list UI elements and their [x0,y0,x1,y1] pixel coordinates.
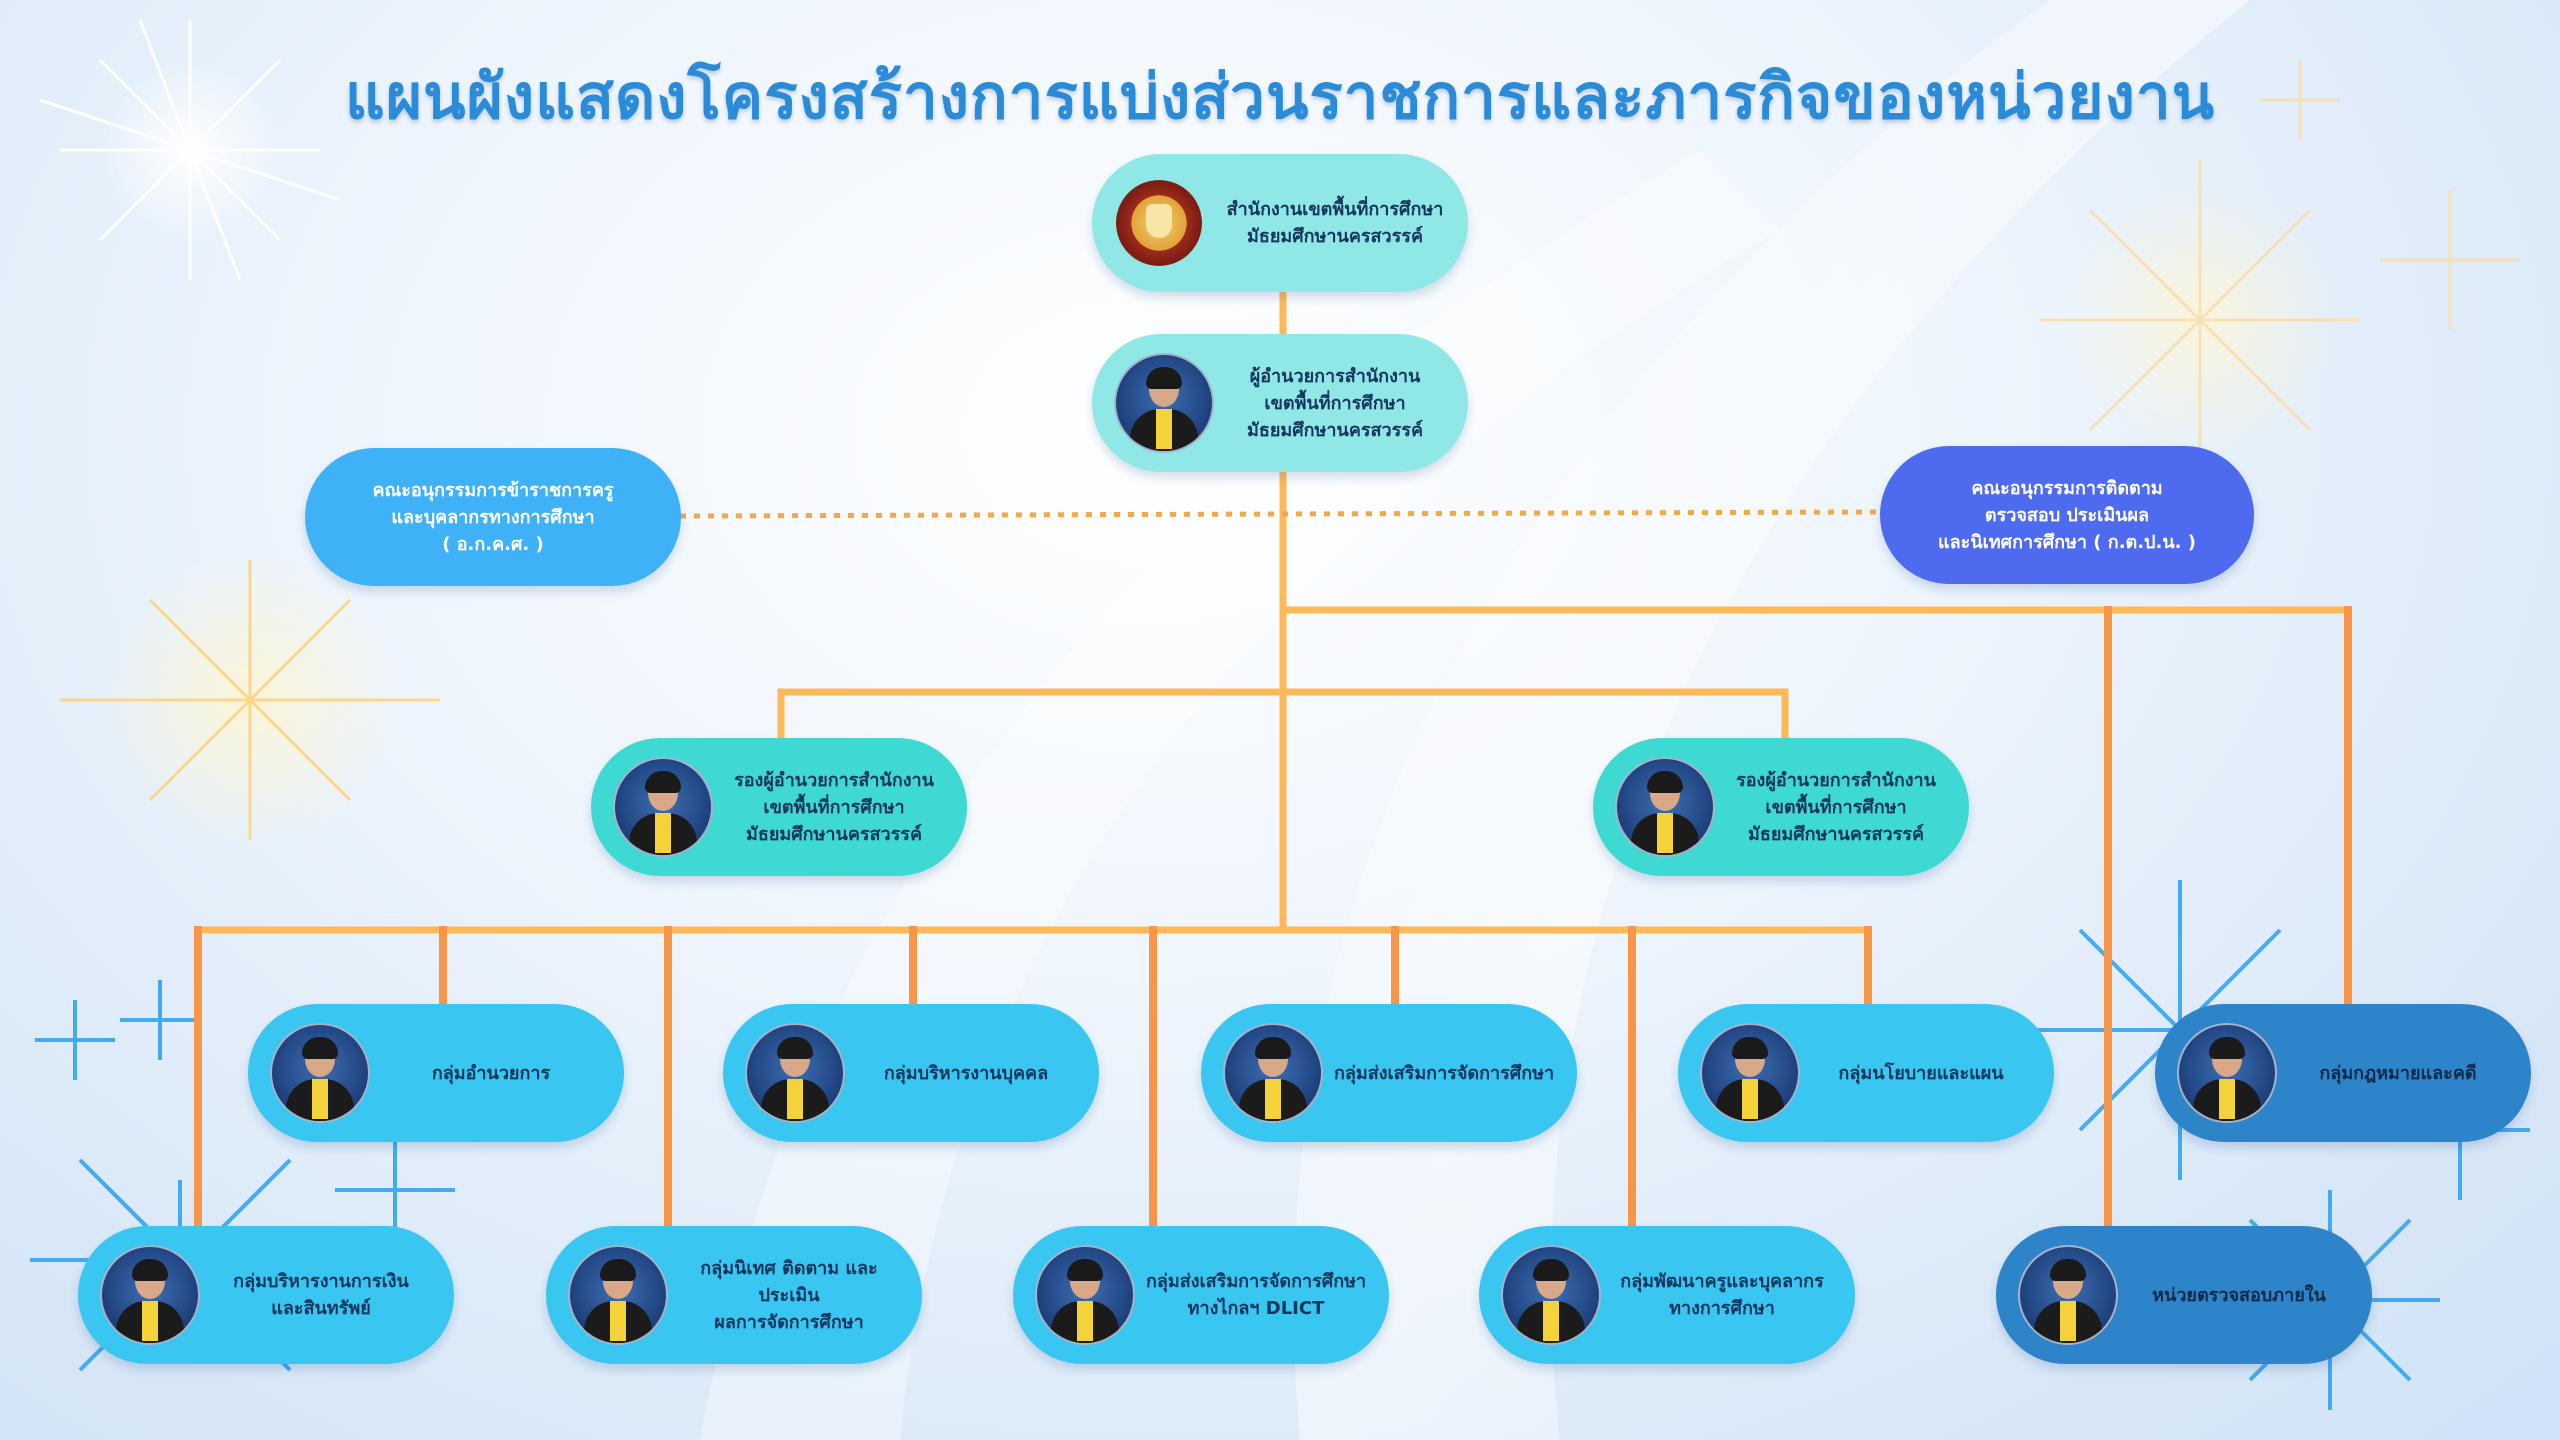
director-node: ผู้อำนวยการสำนักงาน เขตพื้นที่การศึกษา ม… [1092,334,1468,472]
group-node-personnel: กลุ่มบริหารงานบุคคล [723,1004,1099,1142]
committee-right-node: คณะอนุกรรมการติดตาม ตรวจสอบ ประเมินผล แล… [1880,446,2254,584]
group-head-photo [568,1245,668,1345]
connector-committee-dotted [679,509,1881,519]
committee-right-label: คณะอนุกรรมการติดตาม ตรวจสอบ ประเมินผล แล… [1938,477,2196,553]
group-label: กลุ่มบริหารงานบุคคล [883,1062,1049,1084]
director-label: ผู้อำนวยการสำนักงาน เขตพื้นที่การศึกษา ม… [1246,365,1424,441]
director-photo [1114,353,1214,453]
group-label: กลุ่มพัฒนาครูและบุคลากร ทางการศึกษา [1620,1271,1824,1319]
committee-left-node: คณะอนุกรรมการข้าราชการครู และบุคลากรทางก… [305,448,681,586]
deputy-photo [613,757,713,857]
group-head-photo [1223,1023,1323,1123]
group-node-dlict: กลุ่มส่งเสริมการจัดการศึกษา ทางไกลฯ DLIC… [1013,1226,1389,1364]
committee-left-label: คณะอนุกรรมการข้าราชการครู และบุคลากรทางก… [372,479,614,555]
group-head-photo [1035,1245,1135,1345]
group-label: กลุ่มกฎหมายและคดี [2319,1062,2477,1084]
page-title: แผนผังแสดงโครงสร้างการแบ่งส่วนราชการและภ… [344,60,2216,133]
group-label: หน่วยตรวจสอบภายใน [2152,1284,2326,1306]
deputy-photo [1615,757,1715,857]
group-label: กลุ่มส่งเสริมการจัดการศึกษา [1333,1062,1555,1084]
group-label: กลุ่มนโยบายและแผน [1838,1062,2004,1084]
firework-gold-left [60,550,440,850]
group-node-internal-audit: หน่วยตรวจสอบภายใน [1996,1226,2372,1364]
group-head-photo [2177,1023,2277,1123]
group-node-education-promotion: กลุ่มส่งเสริมการจัดการศึกษา [1201,1004,1577,1142]
group-label: กลุ่มส่งเสริมการจัดการศึกษา ทางไกลฯ DLIC… [1145,1271,1367,1319]
group-node-supervision: กลุ่มนิเทศ ติดตาม และประเมิน ผลการจัดการ… [546,1226,922,1364]
group-label: กลุ่มอำนวยการ [431,1062,551,1084]
group-head-photo [100,1245,200,1345]
firework-gold-right [2040,60,2520,480]
group-head-photo [2018,1245,2118,1345]
deputy-node-2: รองผู้อำนวยการสำนักงาน เขตพื้นที่การศึกษ… [1593,738,1969,876]
group-node-policy-planning: กลุ่มนโยบายและแผน [1678,1004,2054,1142]
group-node-finance: กลุ่มบริหารงานการเงิน และสินทรัพย์ [78,1226,454,1364]
group-node-legal: กลุ่มกฎหมายและคดี [2155,1004,2531,1142]
firework-white-top-left [39,19,341,281]
deputy-label: รองผู้อำนวยการสำนักงาน เขตพื้นที่การศึกษ… [734,769,934,845]
group-head-photo [1700,1023,1800,1123]
group-head-photo [745,1023,845,1123]
deputy-label: รองผู้อำนวยการสำนักงาน เขตพื้นที่การศึกษ… [1736,769,1936,845]
office-label: สำนักงานเขตพื้นที่การศึกษา มัธยมศึกษานคร… [1226,199,1444,247]
emblem-logo-icon [1116,180,1202,266]
deputy-node-1: รองผู้อำนวยการสำนักงาน เขตพื้นที่การศึกษ… [591,738,967,876]
group-node-general-admin: กลุ่มอำนวยการ [248,1004,624,1142]
group-head-photo [270,1023,370,1123]
group-node-teacher-development: กลุ่มพัฒนาครูและบุคลากร ทางการศึกษา [1479,1226,1855,1364]
office-node: สำนักงานเขตพื้นที่การศึกษา มัธยมศึกษานคร… [1092,154,1468,292]
group-label: กลุ่มนิเทศ ติดตาม และประเมิน ผลการจัดการ… [700,1257,878,1333]
group-label: กลุ่มบริหารงานการเงิน และสินทรัพย์ [233,1271,409,1319]
group-head-photo [1501,1245,1601,1345]
